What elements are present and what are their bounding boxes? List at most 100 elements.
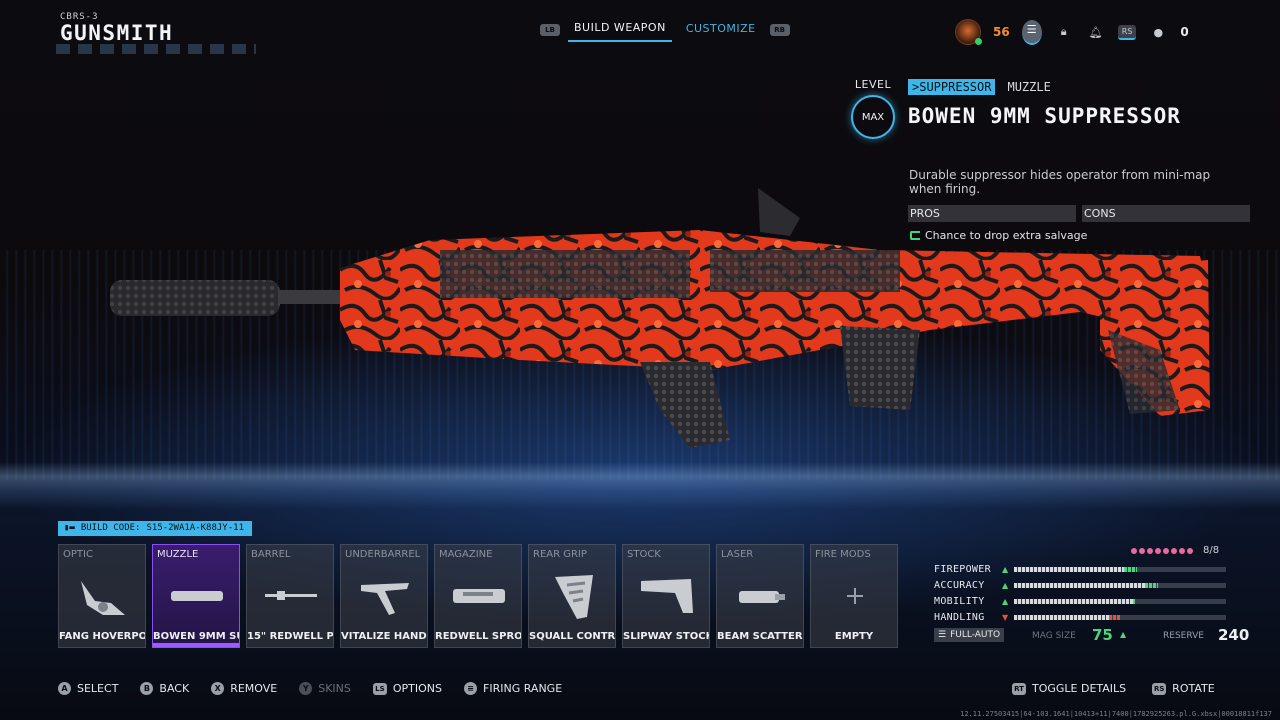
slot-category: LASER [721,549,754,560]
player-level: 56 [993,25,1010,39]
stat-bar-fill [1014,599,1133,604]
stat-bar-fill [1014,567,1125,572]
reserve-value: 240 [1218,626,1250,644]
online-status-dot [975,38,982,45]
prompt-label: FIRING RANGE [483,682,563,695]
stat-mobility: MOBILITY ▲ [934,596,1226,607]
attachments-count: 8/8 [1203,545,1220,556]
mag-size-value: 75 [1092,626,1113,644]
tab-customize[interactable]: CUSTOMIZE [685,21,756,35]
stat-trend-icon: ▼ [1002,613,1009,622]
page-title: GUNSMITH [60,21,174,45]
fire-mode-label: FULL-AUTO [950,630,1001,640]
slot-category: FIRE MODS [815,549,871,560]
menu-button-icon: ≡ [464,682,478,695]
mag-size-up-icon: ▲ [1120,630,1127,639]
build-code-value: S15-2WA1A-K88JY-11 [146,523,244,533]
barrel-icon [265,591,317,600]
prompt-firing-range[interactable]: ≡ FIRING RANGE [464,682,562,695]
attachment-name: BOWEN 9MM SUPPRESSOR [908,104,1181,128]
attachment-level: LEVEL MAX [850,78,896,139]
slot-item-name: SLIPWAY STOCK [623,631,709,642]
selected-indicator [153,643,239,647]
stat-bar-delta [1145,583,1159,588]
laser-icon [739,591,785,603]
y-button-icon: Y [299,682,313,695]
rank-icon[interactable] [955,19,982,45]
tab-build-weapon[interactable]: BUILD WEAPON [568,19,672,42]
b-button-icon: B [140,682,154,695]
stat-trend-icon: ▲ [1002,565,1009,574]
attachment-pip [1187,547,1193,554]
mag-size-label: MAG SIZE [1032,631,1076,641]
slot-laser[interactable]: LASER BEAM SCATTERLINE [716,544,804,648]
slot-category: MUZZLE [157,549,199,560]
slot-fire-mods[interactable]: FIRE MODS EMPTY [810,544,898,648]
stat-name: HANDLING [934,612,985,623]
rs-button-icon: RS [1152,682,1167,695]
prompt-remove[interactable]: X REMOVE [211,682,277,695]
slot-stock[interactable]: STOCK SLIPWAY STOCK [622,544,710,648]
slot-optic[interactable]: OPTIC FANG HOVERPOINT [58,544,146,648]
rear-grip-icon [555,575,593,619]
build-code[interactable]: ▮▬ BUILD CODE: S15-2WA1A-K88JY-11 [58,521,252,536]
prompt-label: ROTATE [1172,682,1215,695]
grip [640,326,920,448]
stats-panel: 8/8 FIREPOWER ▲ ACCURACY ▲ MOBILITY ▲ HA… [926,542,1250,654]
prompt-label: REMOVE [230,682,278,695]
attachment-slots: OPTIC FANG HOVERPOINT MUZZLE BOWEN 9MM S… [58,544,898,648]
stat-bar-delta [1109,615,1120,620]
prompt-label: SELECT [77,682,119,695]
lb-button-icon: LB [540,24,560,36]
stat-bar-delta [1132,599,1135,604]
menu-icon[interactable]: ☰ [1021,19,1042,45]
slot-muzzle[interactable]: MUZZLE BOWEN 9MM SUPPRESSOR [152,544,240,648]
plus-icon [847,588,863,604]
stat-bar [1014,599,1226,604]
stat-accuracy: ACCURACY ▲ [934,580,1226,591]
slot-category: MAGAZINE [439,549,493,560]
stat-bar [1014,567,1226,572]
attachment-pip [1155,547,1161,554]
attachment-description: Durable suppressor hides operator from m… [909,168,1211,196]
level-badge: MAX [851,95,895,139]
attachment-pip [1147,547,1153,554]
stat-bar-fill [1014,583,1146,588]
attachment-pip [1131,547,1137,554]
attachment-pip [1139,547,1145,554]
magazine-icon [453,589,505,603]
slot-item-name: BEAM SCATTERLINE [717,631,803,642]
stat-name: FIREPOWER [934,564,991,575]
pro-text: Chance to drop extra salvage [925,229,1088,242]
attachment-pip [1171,547,1177,554]
reserve-label: RESERVE [1163,631,1204,641]
party-icon[interactable]: ● [1153,25,1164,39]
rs-button-icon[interactable]: RS [1117,24,1137,40]
weapon-model[interactable] [100,180,1220,460]
attachment-tabs: >SUPPRESSOR MUZZLE [908,79,1051,95]
display-platform [0,462,1280,510]
bell-icon[interactable]: 🔔︎ [1088,25,1103,39]
stat-trend-icon: ▲ [1002,581,1009,590]
slot-rear-grip[interactable]: REAR GRIP SQUALL CONTROL [528,544,616,648]
tab-suppressor[interactable]: >SUPPRESSOR [908,79,996,95]
slot-barrel[interactable]: BARREL 15" REDWELL PA [246,544,334,648]
x-button-icon: X [211,682,225,695]
fire-mode: ☰ FULL-AUTO [934,628,1005,642]
slot-item-name: BOWEN 9MM SUPPRESSOR [153,631,239,642]
stat-name: ACCURACY [934,580,985,591]
stat-name: MOBILITY [934,596,985,607]
optic-icon [81,581,125,615]
slot-underbarrel[interactable]: UNDERBARREL VITALIZE HANDSTOP [340,544,428,648]
prompt-rotate[interactable]: RS ROTATE [1152,682,1215,695]
tab-muzzle[interactable]: MUZZLE [1007,80,1051,94]
slot-magazine[interactable]: MAGAZINE REDWELL SPROCKET [434,544,522,648]
stat-bar [1014,615,1226,620]
lock-icon[interactable]: 🔒︎ [1060,25,1067,38]
